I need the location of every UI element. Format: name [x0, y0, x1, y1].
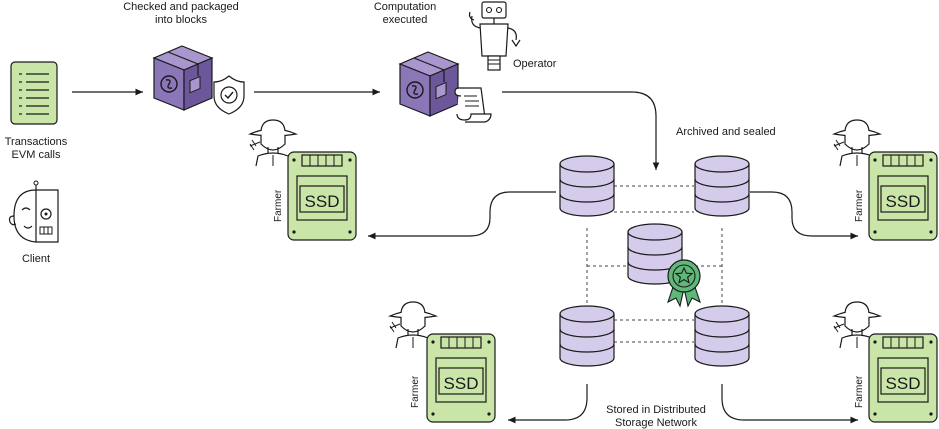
- robot-operator-icon: [468, 1, 521, 71]
- transactions-label: Transactions: [5, 136, 68, 148]
- document-icon: [10, 61, 58, 125]
- award-badge-icon: [667, 259, 701, 308]
- stored-label-line1: Stored in Distributed: [606, 404, 706, 416]
- arrow-db-to-farmer-bottom-left: [507, 384, 588, 424]
- computation-label-line2: executed: [383, 14, 428, 26]
- client-label: Client: [22, 253, 50, 265]
- computation-label-line1: Computation: [374, 1, 436, 13]
- farmer-label: Farmer: [410, 375, 421, 408]
- ssd-label: SSD: [305, 192, 340, 211]
- package-box-icon: [153, 45, 213, 111]
- database-icon: [559, 155, 615, 217]
- stored-label-line2: Storage Network: [615, 417, 697, 429]
- farmer-label: Farmer: [273, 189, 284, 222]
- arrow-db-to-farmer-bottom-right: [721, 384, 858, 424]
- archived-label: Archived and sealed: [676, 126, 776, 138]
- operator-label: Operator: [513, 58, 557, 70]
- database-icon: [694, 155, 750, 217]
- packaged-label-line2: into blocks: [155, 14, 207, 26]
- farmer-node-top-right: SSD Farmer: [833, 119, 938, 241]
- arrow-db-to-farmer-top-left: [368, 191, 556, 240]
- scroll-icon: [454, 87, 492, 123]
- database-icon: [559, 305, 615, 367]
- arrow-computation-to-archive: [502, 91, 660, 170]
- ssd-label: SSD: [886, 374, 921, 393]
- ssd-label: SSD: [886, 192, 921, 211]
- farmer-node-top-left: SSD Farmer: [249, 119, 357, 241]
- farmer-label: Farmer: [854, 189, 865, 222]
- packaged-label-line1: Checked and packaged: [123, 1, 239, 13]
- arrow-db-to-farmer-top-right: [750, 191, 858, 240]
- package-box-icon: [399, 51, 459, 117]
- evm-calls-label: EVM calls: [12, 149, 61, 161]
- robot-face-icon: [8, 180, 59, 243]
- database-icon: [694, 305, 750, 367]
- farmer-node-bottom-left: SSD Farmer: [389, 301, 496, 423]
- farmer-node-bottom-right: SSD Farmer: [833, 301, 938, 423]
- farmer-label: Farmer: [854, 375, 865, 408]
- ssd-label: SSD: [444, 374, 479, 393]
- shield-check-icon: [213, 75, 245, 115]
